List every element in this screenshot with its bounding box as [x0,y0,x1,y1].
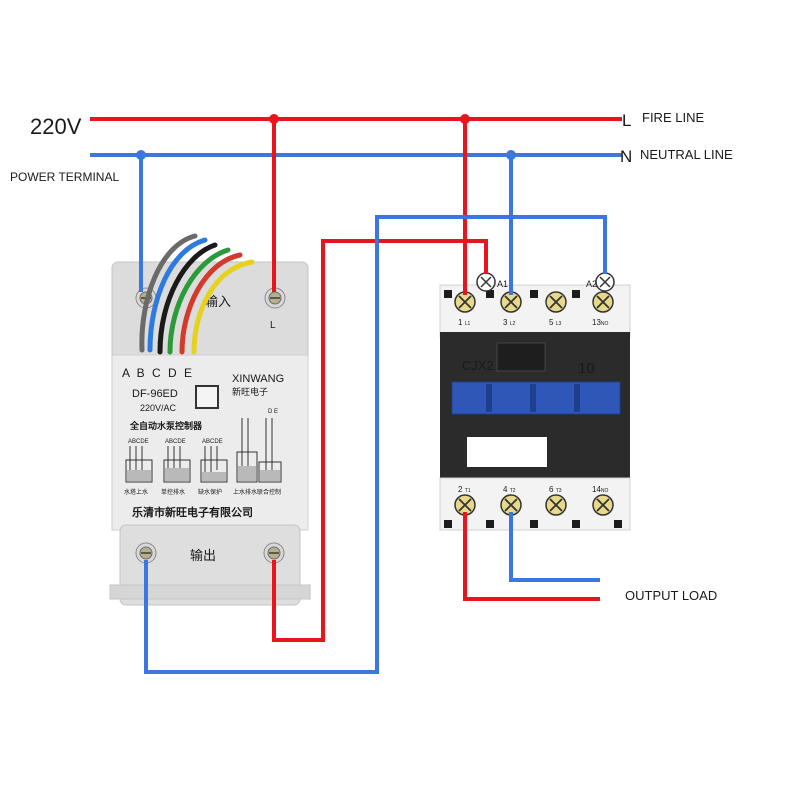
controller-output-terminal-right [263,542,285,564]
controller-brand-cn: 新旺电子 [232,386,268,398]
controller-model: DF-96ED [132,388,178,400]
top-terminal-1-label: 1 L1 [458,318,470,327]
bottom-terminal-14-label: 14NO [592,485,609,494]
neutral-line-label: NEUTRAL LINE [640,147,733,162]
mode-label-2: 单控排水 [161,488,185,496]
probe-header-2: ABCDE [165,439,186,445]
sensor-wire-bundle [139,233,255,355]
probe-header-4: D E [268,409,278,415]
controller-output-label: 输出 [190,548,216,564]
power-terminal-label: POWER TERMINAL [10,170,119,184]
output-load-fire [463,512,600,601]
probe-header-1: ABCDE [128,439,149,445]
fire-line-letter: L [622,111,631,130]
controller-output-terminal-left [135,542,157,564]
contactor-upper-window [496,342,546,372]
controller-brand: XINWANG [232,373,284,385]
controller-company: 乐清市新旺电子有限公司 [132,505,253,519]
coil-a2-label: A2 [586,279,597,289]
bottom-terminal-4-label: 4 T2 [503,485,516,494]
controller-terminal-l-label: L [270,320,276,331]
top-terminal-13-label: 13NO [592,318,609,327]
top-terminal-13 [592,291,614,313]
coil-a1-wire [272,239,488,642]
contactor-rating-code: 10 [578,360,595,377]
probe-header-3: ABCDE [202,439,223,445]
water-pump-controller: 输入 L A B C D E DF-96ED 220V/AC XINWANG 新… [109,233,311,606]
mode-label-3: 缺水保护 [198,488,222,496]
junction-fire-contactor [460,114,470,124]
neutral-line-letter: N [620,147,632,166]
coil-terminal-a2 [595,272,615,292]
controller-indicator-window [195,385,219,409]
junction-neutral-controller [136,150,146,160]
voltage-label: 220V [30,114,82,139]
coil-a2-wire [144,215,607,674]
mode-label-1: 水塔上水 [124,488,148,496]
wire-junctions [136,114,516,160]
top-terminal-3-label: 3 L2 [503,318,515,327]
controller-rating: 220V/AC [140,403,177,413]
top-terminal-5 [545,291,567,313]
wiring [90,117,622,674]
ac-contactor: CJX2 10 A1 A2 [439,272,631,531]
top-terminal-5-label: 5 L3 [549,318,561,327]
controller-input-label: 输入 [205,294,231,310]
top-terminal-3 [500,291,522,313]
fire-line-label: FIRE LINE [642,110,704,125]
junction-neutral-contactor [506,150,516,160]
probe-mode-diagrams: ABCDE ABCDE ABCDE D E [124,409,282,496]
contactor-model: CJX2 [462,358,494,373]
controller-rail-clip [109,584,311,600]
controller-body [111,354,309,531]
contactor-nameplate [467,437,547,467]
bottom-terminal-2-label: 2 T1 [458,485,471,494]
bottom-terminal-6 [545,494,567,516]
junction-fire-controller [269,114,279,124]
controller-terminal-letters: A B C D E [122,366,194,380]
output-load-label: OUTPUT LOAD [625,588,717,603]
bottom-terminal-6-label: 6 T3 [549,485,562,494]
coil-terminal-a1 [476,272,496,292]
controller-product-name: 全自动水泵控制器 [129,420,203,432]
bottom-terminal-14 [592,494,614,516]
mode-label-4: 上水排水联合控制 [233,488,281,496]
coil-a1-label: A1 [497,279,508,289]
output-load-neutral [509,512,600,582]
